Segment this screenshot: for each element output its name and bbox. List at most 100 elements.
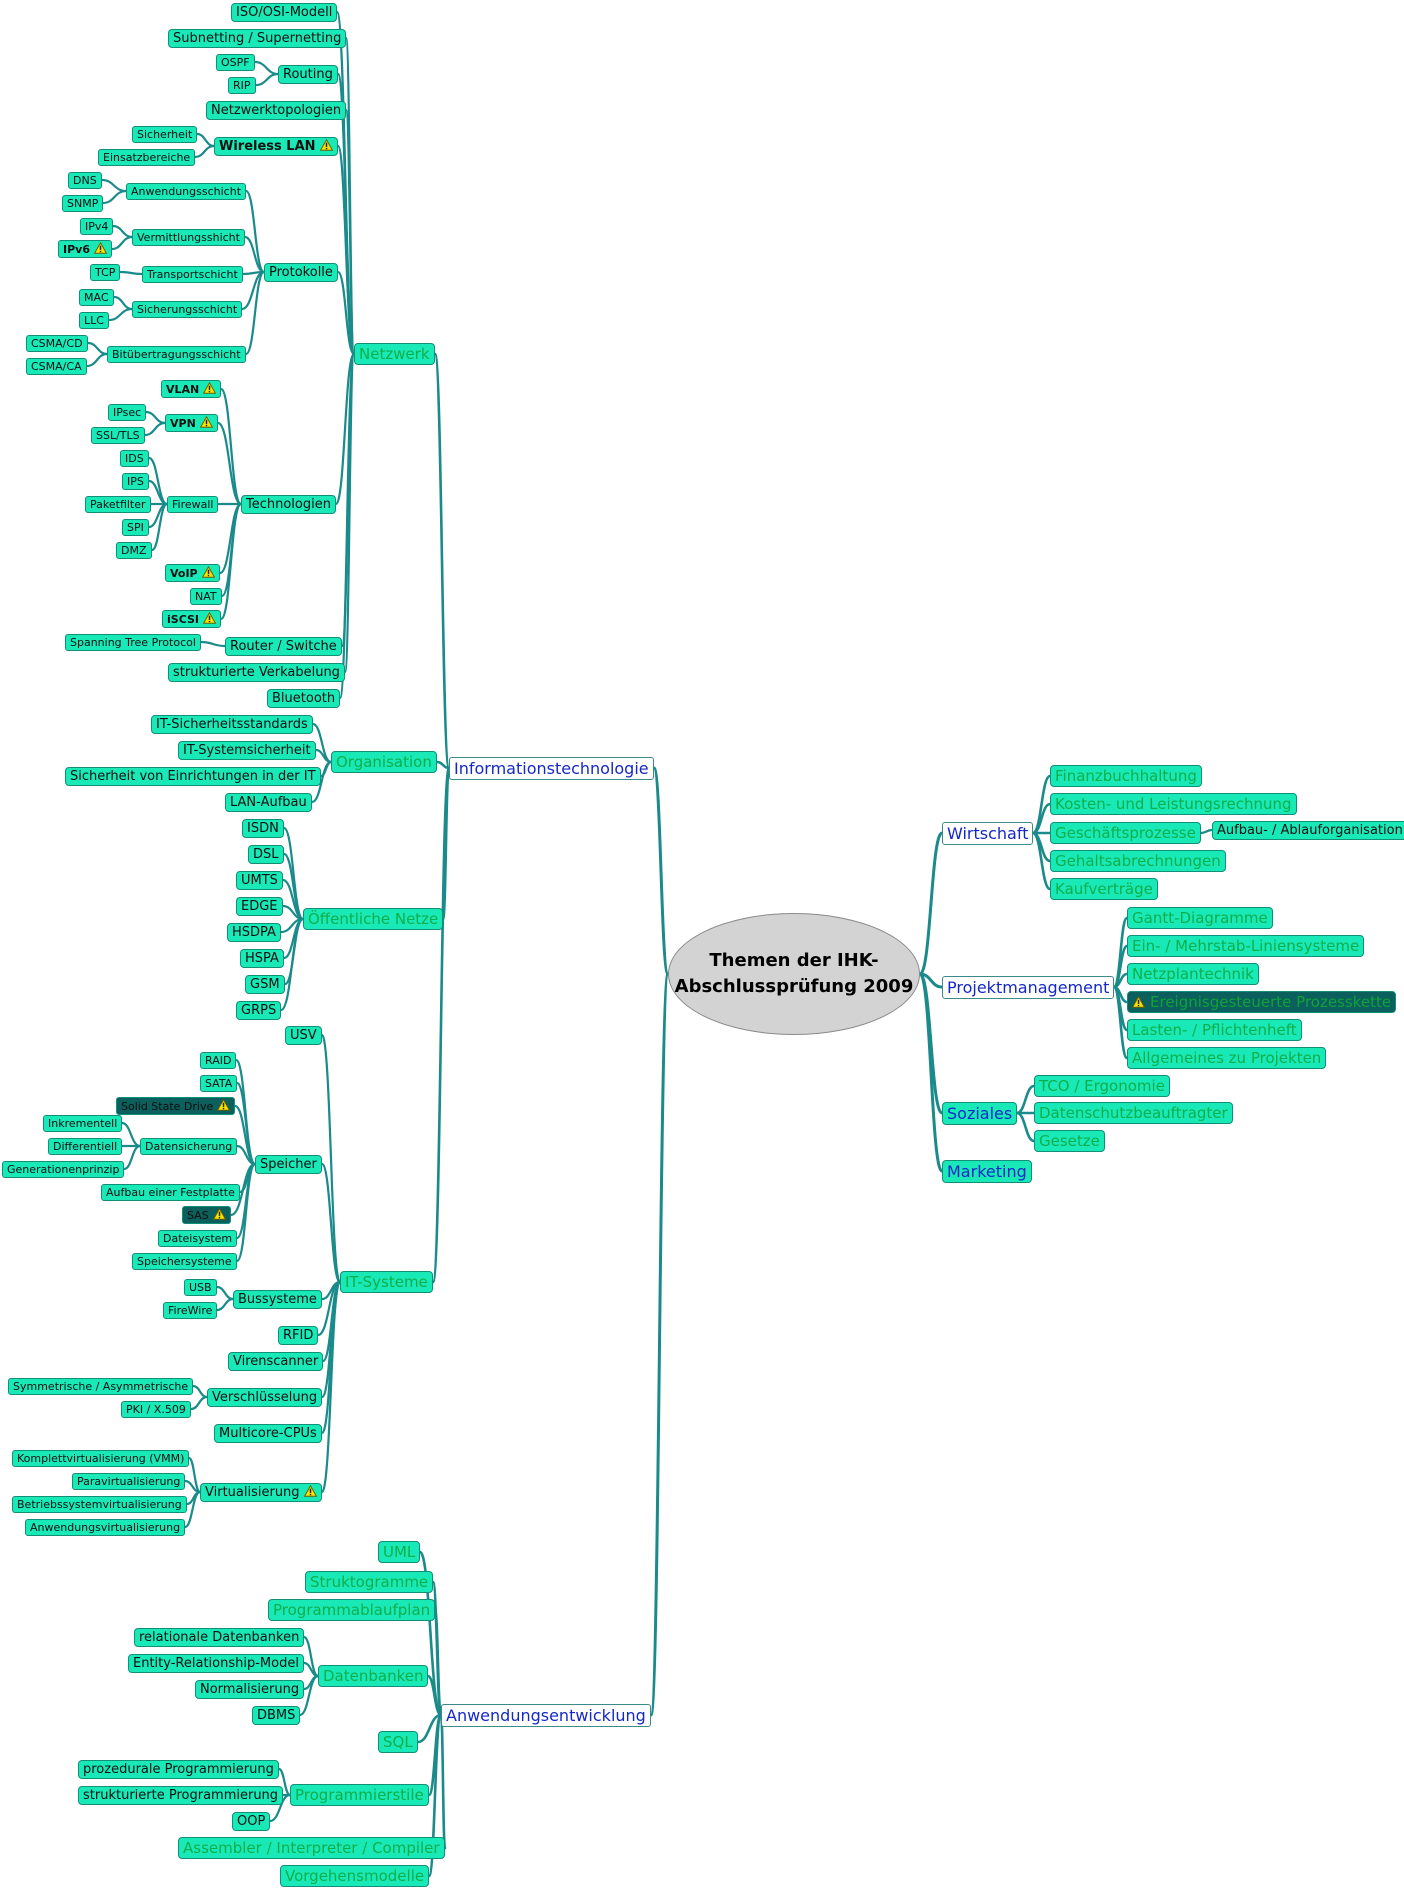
- node-aufbau-ablauforganisation[interactable]: Aufbau- / Ablauforganisation: [1212, 820, 1404, 840]
- node-it-systeme[interactable]: IT-Systeme: [340, 1271, 433, 1293]
- node-dns[interactable]: DNS: [68, 171, 102, 189]
- node-it-sicherheitsstandards[interactable]: IT-Sicherheitsstandards: [151, 714, 313, 734]
- node-router-switche[interactable]: Router / Switche: [225, 636, 342, 656]
- node-dbms[interactable]: DBMS: [252, 1705, 301, 1725]
- node-virtualisierung[interactable]: Virtualisierung: [200, 1482, 322, 1502]
- node-csma-cd[interactable]: CSMA/CD: [26, 334, 88, 352]
- node-virenscanner[interactable]: Virenscanner: [228, 1351, 324, 1371]
- node-firewall[interactable]: Firewall: [167, 495, 219, 513]
- node-dsl[interactable]: DSL: [248, 844, 284, 864]
- node-kauf[interactable]: Kaufverträge: [1050, 878, 1158, 900]
- node-snmp[interactable]: SNMP: [62, 194, 104, 212]
- node-hspa[interactable]: HSPA: [240, 948, 284, 968]
- node-mac[interactable]: MAC: [79, 288, 114, 306]
- node-datenschutz[interactable]: Datenschutzbeauftragter: [1034, 1102, 1233, 1124]
- node-iscsi[interactable]: iSCSI: [162, 610, 221, 628]
- node-gantt[interactable]: Gantt-Diagramme: [1127, 907, 1273, 929]
- node-oeffentliche-netze[interactable]: Öffentliche Netze: [303, 908, 444, 930]
- node-anwendungsschicht[interactable]: Anwendungsschicht: [126, 182, 247, 200]
- node-gp[interactable]: Geschäftsprozesse: [1050, 822, 1201, 844]
- node-ospf[interactable]: OSPF: [216, 53, 255, 71]
- node-assembler[interactable]: Assembler / Interpreter / Compiler: [178, 1837, 445, 1859]
- node-symmetrisch[interactable]: Symmetrische / Asymmetrische: [8, 1377, 194, 1395]
- node-paravirtualisierung[interactable]: Paravirtualisierung: [72, 1472, 186, 1490]
- node-solid-state-drive[interactable]: Solid State Drive: [116, 1097, 236, 1115]
- node-netzwerk[interactable]: Netzwerk: [354, 343, 435, 365]
- node-oop[interactable]: OOP: [232, 1811, 271, 1831]
- node-grps[interactable]: GRPS: [236, 1000, 282, 1020]
- node-wireless-lan[interactable]: Wireless LAN: [214, 136, 338, 156]
- node-protokolle[interactable]: Protokolle: [264, 262, 338, 282]
- node-inkrementell[interactable]: Inkrementell: [43, 1114, 123, 1132]
- node-differentiell[interactable]: Differentiell: [48, 1137, 123, 1155]
- node-strukturierte-verkabelung[interactable]: strukturierte Verkabelung: [168, 662, 345, 682]
- node-bussysteme[interactable]: Bussysteme: [233, 1289, 322, 1309]
- node-verschluesselung[interactable]: Verschlüsselung: [207, 1387, 323, 1407]
- node-netzwerktopologien[interactable]: Netzwerktopologien: [206, 100, 347, 120]
- node-vpn[interactable]: VPN: [165, 414, 218, 432]
- node-aufbau-festplatte[interactable]: Aufbau einer Festplatte: [101, 1183, 240, 1201]
- node-it-systemsicherheit[interactable]: IT-Systemsicherheit: [178, 740, 316, 760]
- node-strukturierte-programmierung[interactable]: strukturierte Programmierung: [78, 1785, 284, 1805]
- node-firewire[interactable]: FireWire: [163, 1301, 218, 1319]
- node-raid[interactable]: RAID: [200, 1051, 237, 1069]
- node-betriebssystemvirtualisierung[interactable]: Betriebssystemvirtualisierung: [12, 1495, 187, 1513]
- node-spi[interactable]: SPI: [122, 518, 149, 536]
- node-sata[interactable]: SATA: [200, 1074, 238, 1092]
- node-vermittlungsschicht[interactable]: Vermittlungsshicht: [132, 228, 245, 246]
- node-liniensysteme[interactable]: Ein- / Mehrstab-Liniensysteme: [1127, 935, 1365, 957]
- branch-soziales[interactable]: Soziales: [942, 1101, 1018, 1125]
- node-ids[interactable]: IDS: [120, 449, 149, 467]
- node-routing[interactable]: Routing: [278, 64, 338, 84]
- node-hsdpa[interactable]: HSDPA: [227, 922, 281, 942]
- node-programmierstile[interactable]: Programmierstile: [290, 1784, 429, 1806]
- node-normalisierung[interactable]: Normalisierung: [195, 1679, 305, 1699]
- node-ipsec[interactable]: IPsec: [108, 403, 147, 421]
- node-prozedurale-programmierung[interactable]: prozedurale Programmierung: [78, 1759, 279, 1779]
- node-bituebertragungsschicht[interactable]: Bitübertragungsschicht: [107, 345, 246, 363]
- node-pki[interactable]: PKI / X.509: [121, 1400, 191, 1418]
- node-entity-relationship[interactable]: Entity-Relationship-Model: [128, 1653, 304, 1673]
- node-sql[interactable]: SQL: [378, 1731, 418, 1753]
- node-klr[interactable]: Kosten- und Leistungsrechnung: [1050, 793, 1297, 815]
- node-lan-aufbau[interactable]: LAN-Aufbau: [225, 792, 312, 812]
- node-vlan[interactable]: VLAN: [161, 380, 222, 398]
- node-ipv4[interactable]: IPv4: [80, 217, 114, 235]
- node-usv[interactable]: USV: [285, 1025, 322, 1045]
- branch-marketing[interactable]: Marketing: [942, 1159, 1032, 1183]
- node-fibu[interactable]: Finanzbuchhaltung: [1050, 765, 1202, 787]
- node-vorgehensmodelle[interactable]: Vorgehensmodelle: [280, 1865, 430, 1887]
- node-netzplan[interactable]: Netzplantechnik: [1127, 963, 1259, 985]
- node-nat[interactable]: NAT: [190, 587, 222, 605]
- node-edge[interactable]: EDGE: [236, 896, 283, 916]
- node-allgemeines[interactable]: Allgemeines zu Projekten: [1127, 1047, 1327, 1069]
- node-tcp[interactable]: TCP: [90, 263, 121, 281]
- node-komplettvirtualisierung[interactable]: Komplettvirtualisierung (VMM): [12, 1449, 190, 1467]
- node-relationale-datenbanken[interactable]: relationale Datenbanken: [134, 1627, 305, 1647]
- node-organisation[interactable]: Organisation: [331, 751, 437, 773]
- node-sicherheit-einrichtungen[interactable]: Sicherheit von Einrichtungen in der IT: [65, 766, 321, 786]
- node-sas[interactable]: SAS: [182, 1206, 231, 1224]
- node-epk[interactable]: Ereignisgesteuerte Prozesskette: [1127, 991, 1397, 1013]
- node-ips[interactable]: IPS: [122, 472, 149, 490]
- node-isdn[interactable]: ISDN: [242, 818, 284, 838]
- node-struktogramme[interactable]: Struktogramme: [305, 1571, 434, 1593]
- node-subnetting[interactable]: Subnetting / Supernetting: [168, 28, 347, 48]
- node-datensicherung[interactable]: Datensicherung: [140, 1137, 238, 1155]
- node-gsm[interactable]: GSM: [245, 974, 285, 994]
- branch-anwendungsentwicklung[interactable]: Anwendungsentwicklung: [441, 1703, 651, 1727]
- node-usb[interactable]: USB: [184, 1278, 217, 1296]
- node-ssl-tls[interactable]: SSL/TLS: [91, 426, 145, 444]
- node-dmz[interactable]: DMZ: [116, 541, 152, 559]
- node-csma-ca[interactable]: CSMA/CA: [26, 357, 87, 375]
- node-llc[interactable]: LLC: [79, 311, 109, 329]
- node-speichersysteme[interactable]: Speichersysteme: [132, 1252, 237, 1270]
- node-uml[interactable]: UML: [378, 1541, 421, 1563]
- node-bluetooth[interactable]: Bluetooth: [267, 688, 341, 708]
- node-rfid[interactable]: RFID: [278, 1325, 319, 1345]
- node-spanning-tree[interactable]: Spanning Tree Protocol: [65, 633, 201, 651]
- branch-informationstechnologie[interactable]: Informationstechnologie: [449, 756, 654, 780]
- node-umts[interactable]: UMTS: [236, 870, 283, 890]
- node-sicherungsschicht[interactable]: Sicherungsschicht: [132, 300, 243, 318]
- node-lasten[interactable]: Lasten- / Pflichtenheft: [1127, 1019, 1302, 1041]
